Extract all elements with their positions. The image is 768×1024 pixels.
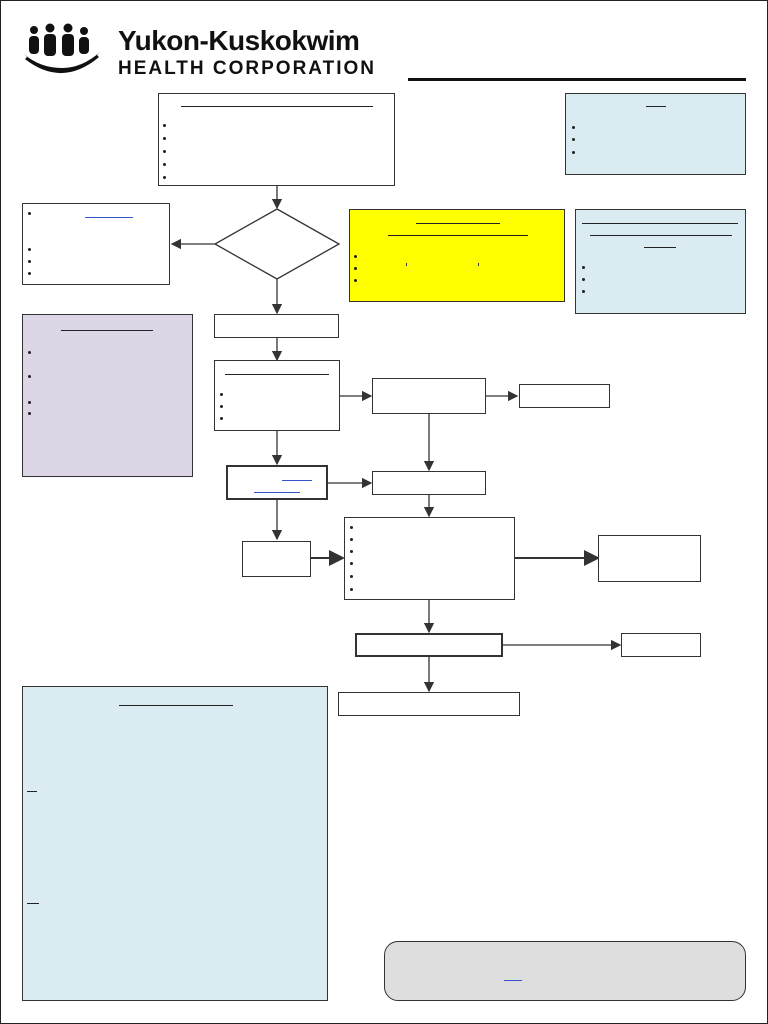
- list-bullet: [28, 248, 31, 251]
- criteria-box: [158, 93, 395, 186]
- list-bullet: [28, 351, 31, 354]
- organization-name: Yukon-Kuskokwim HEALTH CORPORATION: [118, 24, 376, 80]
- left-outcome-box: [22, 203, 170, 285]
- info-box-lavender: [22, 314, 193, 477]
- list-bullet: [220, 405, 223, 408]
- step-box-5: [372, 471, 486, 495]
- organization-name-line2: HEALTH CORPORATION: [118, 58, 377, 79]
- criteria-box-heading-line: [181, 106, 373, 107]
- notes-box-marker: [27, 903, 39, 904]
- quote-mark: [406, 263, 407, 266]
- list-bullet: [350, 575, 353, 578]
- list-bullet: [163, 124, 166, 127]
- list-bullet: [28, 212, 31, 215]
- list-bullet: [28, 272, 31, 275]
- highlight-box-heading-line: [416, 223, 500, 224]
- step-box-2: [214, 360, 340, 431]
- highlight-box-subheading-line: [388, 235, 528, 236]
- decision-diamond: [213, 208, 341, 280]
- step-box-link-line2[interactable]: [254, 492, 300, 493]
- list-bullet: [354, 267, 357, 270]
- list-bullet: [28, 401, 31, 404]
- info-box-top-right: [565, 93, 746, 175]
- step-box-3: [372, 378, 486, 414]
- step-box-9: [621, 633, 701, 657]
- list-bullet: [572, 138, 575, 141]
- list-bullet: [163, 150, 166, 153]
- list-bullet: [350, 526, 353, 529]
- step-box-final: [338, 692, 520, 716]
- footer-contact-link[interactable]: [504, 980, 522, 981]
- list-bullet: [582, 290, 585, 293]
- info-box-heading-line: [590, 235, 732, 236]
- step-box-8: [355, 633, 503, 657]
- list-bullet: [220, 393, 223, 396]
- list-bullet: [28, 375, 31, 378]
- step-box-heading-line: [225, 374, 329, 375]
- list-bullet: [350, 538, 353, 541]
- footer-contact-box: [384, 941, 746, 1001]
- info-box-heading-line: [644, 247, 676, 248]
- step-box-link: [226, 465, 328, 500]
- step-box-7: [598, 535, 701, 582]
- list-bullet: [582, 266, 585, 269]
- list-bullet: [572, 126, 575, 129]
- step-box-link-line1[interactable]: [282, 480, 312, 481]
- info-box-heading-line: [646, 106, 666, 107]
- quote-mark: [478, 263, 479, 266]
- list-bullet: [163, 176, 166, 179]
- list-bullet: [350, 562, 353, 565]
- list-bullet: [28, 412, 31, 415]
- list-bullet: [354, 255, 357, 258]
- list-bullet: [28, 260, 31, 263]
- list-bullet: [220, 417, 223, 420]
- list-bullet: [350, 588, 353, 591]
- list-bullet: [582, 278, 585, 281]
- header-rule: [408, 78, 746, 81]
- list-bullet: [163, 163, 166, 166]
- list-bullet: [350, 550, 353, 553]
- highlight-box-yellow: [349, 209, 565, 302]
- list-bullet: [354, 279, 357, 282]
- family-boat-logo-icon: [24, 23, 100, 73]
- checklist-box: [344, 517, 515, 600]
- step-box-1: [214, 314, 339, 338]
- left-outcome-link[interactable]: [85, 217, 133, 218]
- list-bullet: [572, 151, 575, 154]
- step-box-4: [519, 384, 610, 408]
- notes-box-heading-line: [119, 705, 233, 706]
- list-bullet: [163, 137, 166, 140]
- organization-name-line1: Yukon-Kuskokwim: [118, 25, 360, 56]
- info-box-right: [575, 209, 746, 314]
- notes-box: [22, 686, 328, 1001]
- info-box-heading-line: [61, 330, 153, 331]
- notes-box-marker: [27, 791, 37, 792]
- info-box-heading-line: [582, 223, 738, 224]
- step-box-6: [242, 541, 311, 577]
